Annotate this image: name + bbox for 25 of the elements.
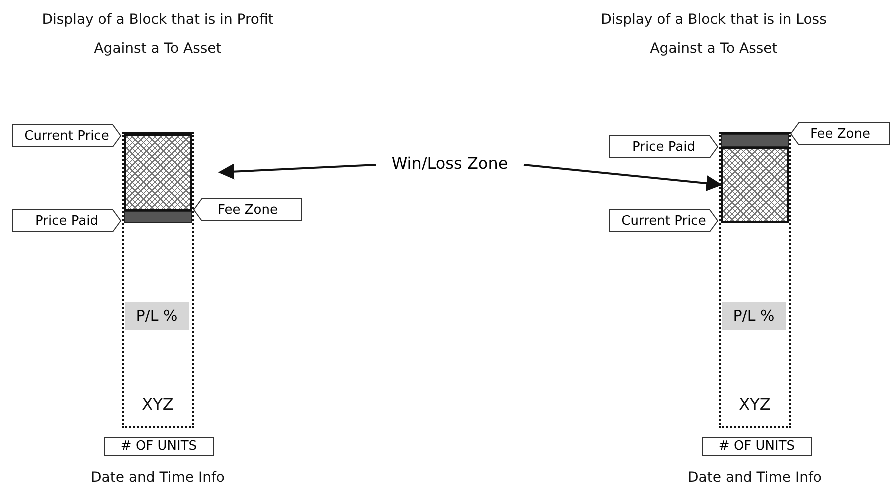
panel-title: Display of a Block that is in Loss Against a To Asset bbox=[600, 11, 828, 59]
zone-label: Win/Loss Zone bbox=[382, 154, 518, 176]
price-tag: Price Paid bbox=[609, 135, 719, 159]
block-column bbox=[719, 132, 791, 428]
date-time-caption: Date and Time Info bbox=[687, 469, 823, 488]
price-tag: Current Price bbox=[12, 124, 122, 148]
panel-title: Display of a Block that is in Profit Against a To Asset bbox=[41, 11, 275, 59]
date-time-caption: Date and Time Info bbox=[90, 469, 226, 488]
fee-zone-bar bbox=[124, 211, 192, 223]
win-loss-zone bbox=[721, 147, 789, 223]
block-column bbox=[122, 132, 194, 428]
arrow bbox=[524, 164, 723, 192]
price-tag: Fee Zone bbox=[790, 122, 891, 146]
pl-percent-band: P/L % bbox=[722, 302, 786, 330]
ticker-text: XYZ bbox=[141, 395, 175, 414]
price-tag: Current Price bbox=[609, 209, 719, 233]
arrow bbox=[218, 164, 376, 180]
win-loss-zone bbox=[124, 134, 192, 211]
ticker-text: XYZ bbox=[738, 395, 772, 414]
units-box: # OF UNITS bbox=[702, 437, 812, 456]
pl-percent-band: P/L % bbox=[125, 302, 189, 330]
units-box: # OF UNITS bbox=[104, 437, 214, 456]
price-tag: Fee Zone bbox=[193, 198, 303, 222]
price-tag: Price Paid bbox=[12, 209, 122, 233]
fee-zone-bar bbox=[721, 134, 789, 147]
